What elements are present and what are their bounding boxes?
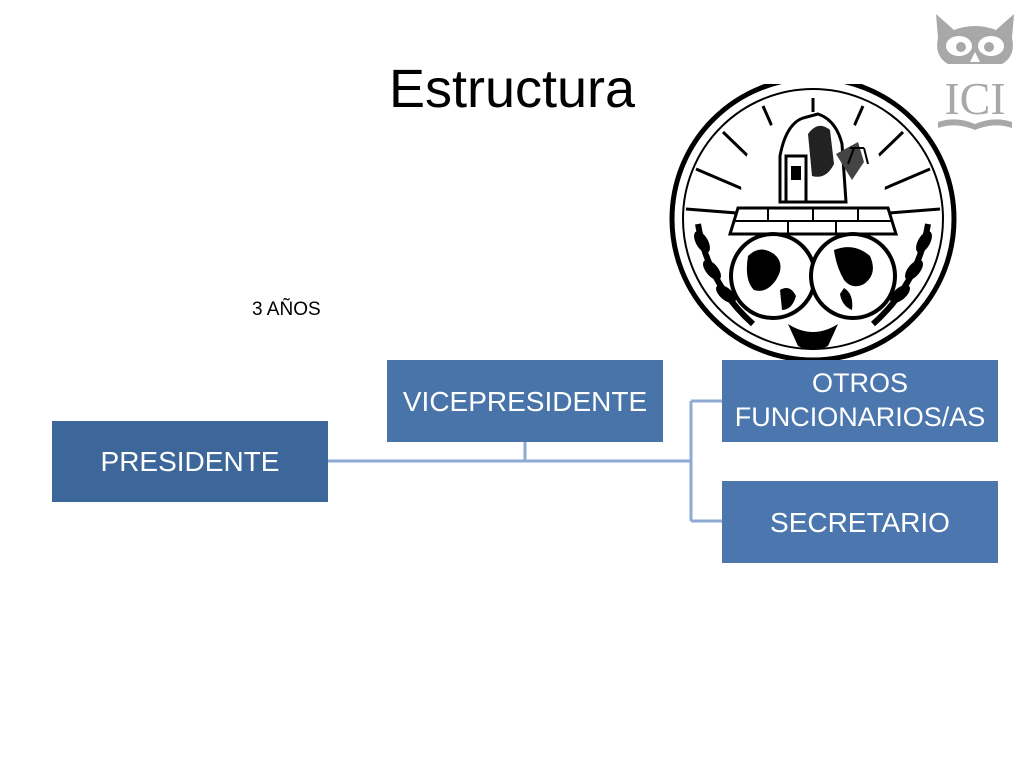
org-box-vicepresidente-label: VICEPRESIDENTE	[402, 385, 648, 417]
org-box-presidente-label: PRESIDENTE	[100, 446, 280, 477]
ici-owl-logo: ICI	[936, 14, 1014, 130]
term-note: 3 AÑOS	[252, 299, 321, 320]
slide-title: Estructura	[388, 59, 636, 119]
ici-logo-text: ICI	[944, 73, 1005, 124]
org-box-otros-funcionarios-label: OTROS FUNCIONARIOS/AS	[734, 368, 986, 432]
org-box-secretario-label: SECRETARIO	[770, 506, 950, 538]
org-box-vicepresidente: VICEPRESIDENTE	[387, 360, 663, 442]
org-box-otros-funcionarios: OTROS FUNCIONARIOS/AS	[722, 360, 998, 442]
court-seal-emblem	[669, 84, 957, 363]
org-box-presidente: PRESIDENTE	[52, 421, 328, 502]
org-box-secretario: SECRETARIO	[722, 481, 998, 563]
